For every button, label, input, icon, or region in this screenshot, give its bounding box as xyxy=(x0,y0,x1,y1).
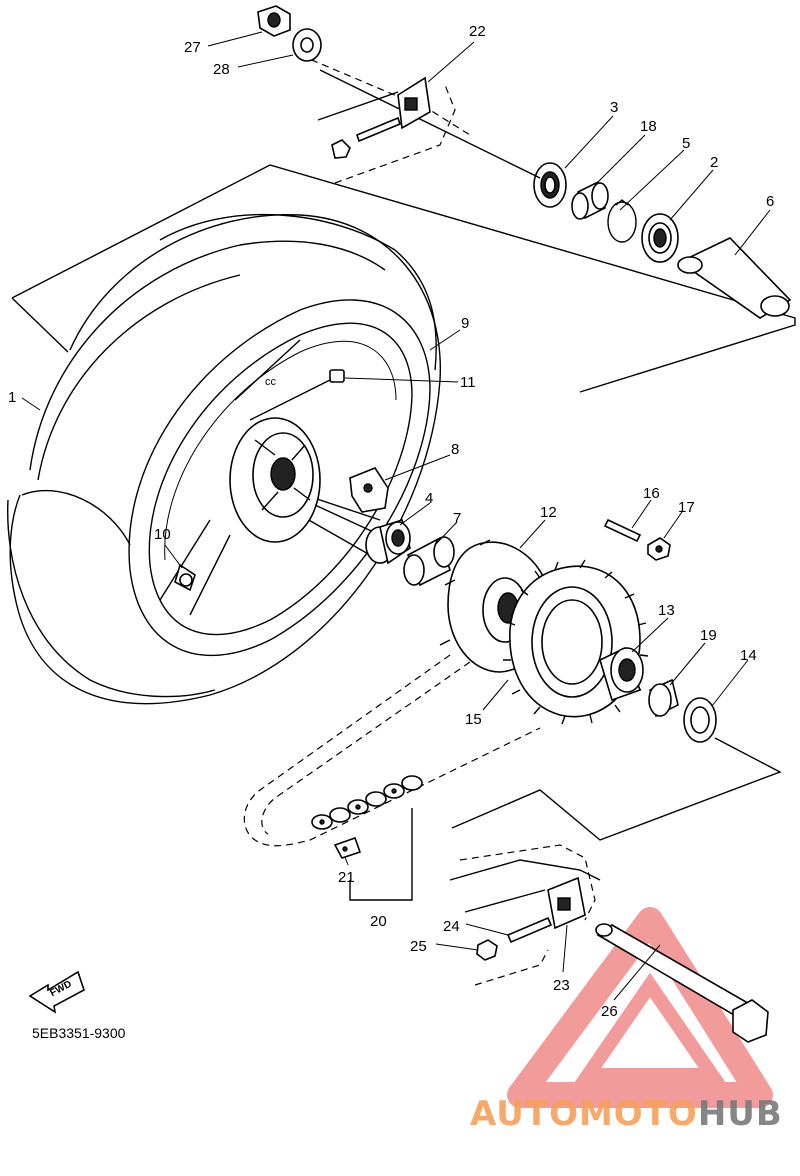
wheel-spoke xyxy=(234,339,331,421)
callout-27: 27 xyxy=(184,39,201,56)
callout-3: 3 xyxy=(610,99,618,116)
callout-24: 24 xyxy=(443,918,460,935)
callout-10: 10 xyxy=(154,526,171,543)
callout-5: 5 xyxy=(682,135,690,152)
drive-chain-outline xyxy=(243,654,541,847)
svg-text:cc: cc xyxy=(265,376,277,388)
rim-outer xyxy=(128,299,431,656)
watermark-brand-part2: HUB xyxy=(698,1094,783,1134)
tire-outer xyxy=(9,213,441,705)
callout-23: 23 xyxy=(553,977,570,994)
callout-6: 6 xyxy=(766,193,774,210)
callout-4: 4 xyxy=(425,490,433,507)
tire-tread-band xyxy=(29,240,386,471)
rear-wheel: cc xyxy=(7,213,441,705)
chain-joint-21 xyxy=(333,836,362,859)
hub-center xyxy=(270,457,296,491)
collar-7 xyxy=(403,536,455,587)
callout-12: 12 xyxy=(540,504,557,521)
nut-17 xyxy=(647,537,671,561)
watermark-logo xyxy=(507,907,773,1108)
adjust-bolt-24 xyxy=(506,916,553,944)
lower-axle-plane xyxy=(451,737,782,841)
collar-19 xyxy=(648,678,679,718)
drive-chain-links xyxy=(311,775,423,830)
callout-21: 21 xyxy=(338,869,355,886)
callout-26: 26 xyxy=(601,1003,618,1020)
valve xyxy=(174,563,196,592)
bearing-4 xyxy=(365,518,411,565)
nut-27 xyxy=(257,5,291,37)
callout-22: 22 xyxy=(469,23,486,40)
callout-8: 8 xyxy=(451,441,459,458)
stud-16 xyxy=(603,518,642,543)
wheel-spoke xyxy=(159,519,231,616)
axle-plane-left xyxy=(11,297,69,353)
callout-labels: 27 28 22 3 18 5 2 6 9 11 1 8 4 7 12 16 1… xyxy=(8,23,774,1020)
callout-1: 1 xyxy=(8,389,16,406)
adjust-nut xyxy=(331,139,351,159)
oil-seal-3 xyxy=(533,162,567,208)
callout-18: 18 xyxy=(640,118,657,135)
axle-centerline xyxy=(319,69,541,179)
callout-13: 13 xyxy=(658,602,675,619)
callout-7: 7 xyxy=(453,510,461,527)
rim-inner xyxy=(148,322,413,636)
callout-19: 19 xyxy=(700,627,717,644)
oil-seal-14 xyxy=(683,697,717,743)
damper-8 xyxy=(349,467,389,513)
callout-16: 16 xyxy=(643,485,660,502)
spacer-6 xyxy=(677,237,792,319)
callout-2: 2 xyxy=(710,154,718,171)
balance-weight xyxy=(329,369,345,383)
chain-puller-23 xyxy=(547,876,586,930)
nut-25 xyxy=(476,939,498,961)
callout-14: 14 xyxy=(740,647,757,664)
tire-inner xyxy=(159,213,437,371)
chain-puller-22 xyxy=(397,76,431,130)
callout-9: 9 xyxy=(461,315,469,332)
callout-28: 28 xyxy=(213,61,230,78)
axle-26 xyxy=(595,923,769,1043)
watermark-triangle xyxy=(507,907,773,1108)
callout-20: 20 xyxy=(370,913,387,930)
bearing-2 xyxy=(641,213,679,263)
bearing-13 xyxy=(599,646,644,702)
watermark-brand-part1: AUTOMOTO xyxy=(470,1094,698,1134)
circlip-5 xyxy=(607,199,637,243)
callout-25: 25 xyxy=(410,938,427,955)
watermark-brand: AUTOMOTOHUB xyxy=(470,1094,783,1134)
collar-18 xyxy=(571,180,609,220)
leader-lines xyxy=(21,31,771,1001)
fwd-arrow-icon: FWD xyxy=(28,970,85,1014)
axle-plane-top xyxy=(11,164,796,393)
callout-11: 11 xyxy=(460,374,476,391)
washer-28 xyxy=(292,28,322,62)
callout-15: 15 xyxy=(465,711,482,728)
callout-17: 17 xyxy=(678,499,695,516)
diagram-code: 5EB3351-9300 xyxy=(32,1025,126,1041)
adjust-bolt xyxy=(356,116,401,143)
